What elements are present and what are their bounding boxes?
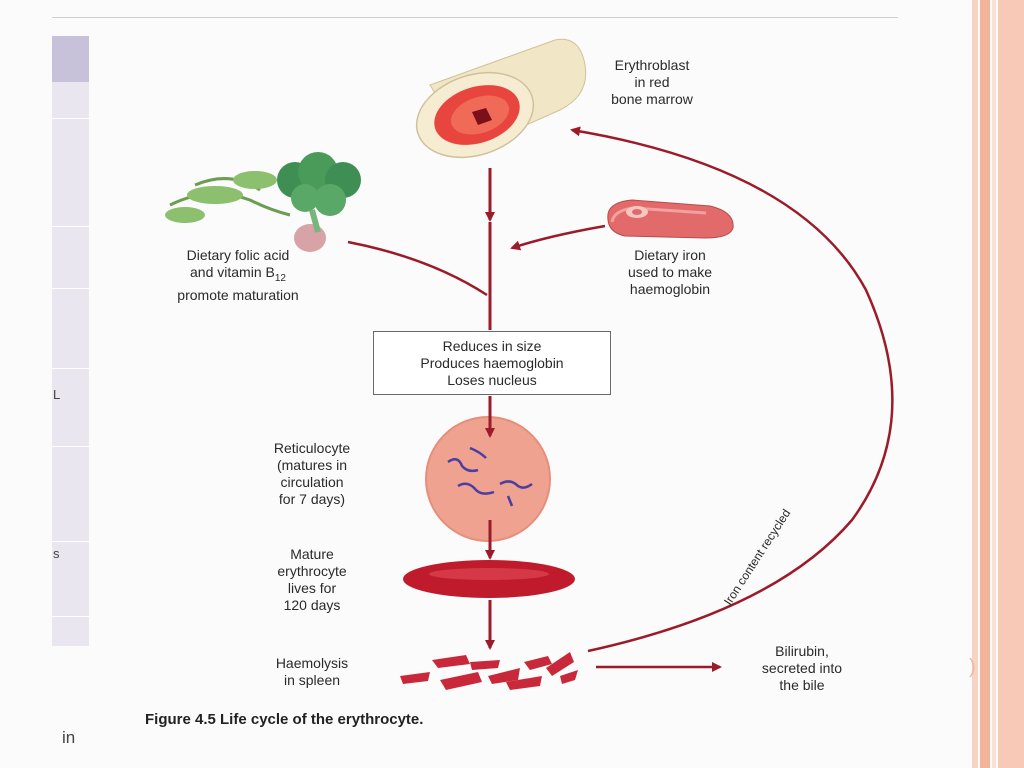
- reticulocyte-label: Reticulocyte (matures in circulation for…: [273, 440, 351, 507]
- dietary-iron-label: Dietary iron used to make haemoglobin: [627, 247, 713, 297]
- folic-acid-label: Dietary folic acid and vitamin B12 promo…: [177, 247, 299, 303]
- haemolysis-label: Haemolysis in spleen: [275, 655, 349, 688]
- cut-text: L: [53, 387, 61, 402]
- table-row-divider: [52, 226, 89, 227]
- erythrocyte-icon: [403, 560, 575, 598]
- border-stripe: [992, 0, 996, 768]
- figure-caption: Figure 4.5 Life cycle of the erythrocyte…: [145, 711, 424, 728]
- maturation-process-box: Reduces in size Produces haemoglobin Los…: [373, 331, 611, 395]
- meat-icon: [607, 199, 734, 239]
- reticulocyte-icon: [425, 416, 551, 542]
- process-step: Loses nucleus: [447, 371, 537, 388]
- haemolysed-fragments-icon: [400, 652, 578, 690]
- table-row-divider: [52, 368, 89, 369]
- border-stripe: [972, 0, 978, 768]
- table-row-divider: [52, 446, 89, 447]
- cut-paren: ): [969, 656, 976, 678]
- cut-text-bottom: in: [62, 728, 76, 747]
- bone-marrow-icon: [415, 38, 587, 159]
- broccoli-beet-icon: [165, 152, 361, 252]
- border-stripe: [998, 0, 1024, 768]
- border-stripe: [980, 0, 990, 768]
- process-step: Reduces in size: [442, 337, 542, 354]
- process-step: Produces haemoglobin: [420, 354, 564, 371]
- table-row-divider: [52, 616, 89, 617]
- left-table-fragment: [52, 36, 89, 646]
- table-row-divider: [52, 288, 89, 289]
- top-rule: [52, 17, 898, 18]
- table-header: [52, 36, 89, 82]
- slide-border: [972, 0, 1024, 768]
- table-row-divider: [52, 541, 89, 542]
- cut-text: s: [53, 546, 60, 561]
- erythroblast-label: Erythroblast in red bone marrow: [611, 57, 693, 107]
- mature-erythrocyte-label: Mature erythrocyte lives for 120 days: [277, 546, 347, 613]
- table-row-divider: [52, 118, 89, 119]
- bilirubin-label: Bilirubin, secreted into the bile: [761, 643, 843, 693]
